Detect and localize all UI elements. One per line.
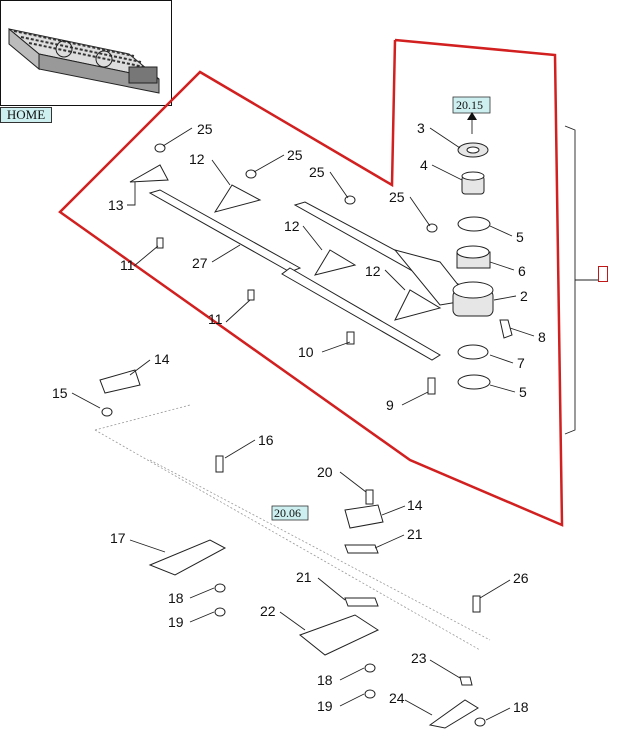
callout-21-a: 21 — [407, 526, 423, 542]
callout-3: 3 — [417, 120, 425, 136]
plate-12-b — [313, 249, 357, 276]
bolt-20 — [365, 489, 374, 505]
highlight-outline — [58, 38, 564, 527]
callout-11-a: 11 — [120, 257, 135, 273]
bearing-cap-3 — [457, 142, 489, 158]
bolt-26 — [472, 595, 481, 613]
plate-21-b — [344, 597, 379, 607]
svg-text:20.06: 20.06 — [274, 506, 301, 520]
nut-18-a — [214, 583, 226, 593]
washer-19-a — [214, 607, 226, 617]
callout-14-a: 14 — [154, 351, 170, 367]
callout-17: 17 — [110, 530, 126, 546]
callout-25-c: 25 — [309, 164, 325, 180]
callout-7: 7 — [517, 355, 525, 371]
washer-19-b — [364, 689, 376, 699]
bolt-11-a — [156, 237, 164, 249]
knife-head-2 — [452, 281, 494, 317]
callout-12-c: 12 — [365, 263, 381, 279]
callout-12-a: 12 — [189, 151, 205, 167]
callout-16: 16 — [258, 432, 274, 448]
header-machine-icon — [8, 27, 160, 94]
bolt-16 — [215, 455, 224, 473]
callout-20: 20 — [317, 464, 333, 480]
nut-25-c — [344, 195, 356, 205]
clip-14-a — [99, 369, 141, 394]
callout-2: 2 — [520, 288, 528, 304]
nut-25-a — [154, 143, 166, 153]
bolt-9 — [427, 377, 436, 395]
callout-22: 22 — [260, 603, 276, 619]
callout-4: 4 — [420, 157, 428, 173]
clip-14-b — [344, 504, 384, 529]
callout-11-b: 11 — [208, 311, 223, 327]
callout-26: 26 — [513, 570, 529, 586]
guard-17 — [148, 539, 227, 576]
guard-24 — [428, 699, 479, 729]
callout-23: 23 — [411, 650, 427, 666]
reference-20-15[interactable]: 20.15 — [452, 96, 491, 114]
callout-19-b: 19 — [317, 698, 333, 714]
plate-12-c — [394, 289, 442, 321]
seal-7 — [457, 344, 489, 360]
callout-12-b: 12 — [284, 218, 300, 234]
callout-5-a: 5 — [516, 229, 524, 245]
callout-13: 13 — [108, 197, 124, 213]
callout-6: 6 — [518, 263, 526, 279]
callout-18-b: 18 — [317, 672, 333, 688]
snap-ring-5-a — [457, 216, 491, 232]
machine-thumbnail[interactable] — [0, 0, 172, 106]
callout-21-b: 21 — [296, 569, 312, 585]
callout-24: 24 — [389, 690, 405, 706]
svg-text:20.15: 20.15 — [456, 98, 483, 112]
assembly-bracket — [564, 125, 576, 435]
callout-15: 15 — [52, 385, 68, 401]
guard-22 — [298, 614, 380, 656]
knife-bar-left — [148, 189, 441, 361]
nut-18-c — [474, 717, 486, 727]
callout-8: 8 — [538, 329, 546, 345]
snap-ring-5-b — [457, 374, 491, 390]
callout-19-a: 19 — [168, 614, 184, 630]
callout-14-b: 14 — [407, 497, 423, 513]
callout-25-b: 25 — [287, 147, 303, 163]
bushing-6 — [456, 245, 491, 269]
callout-18-c: 18 — [513, 699, 529, 715]
nut-15 — [101, 407, 113, 417]
plate-21-a — [344, 544, 379, 554]
callout-25-d: 25 — [389, 189, 405, 205]
plate-12-a — [213, 184, 262, 213]
nut-25-d — [426, 223, 438, 233]
nut-18-b — [364, 663, 376, 673]
grease-fitting-8 — [499, 319, 513, 339]
callout-5-b: 5 — [519, 384, 527, 400]
bolt-10 — [346, 331, 355, 345]
callout-10: 10 — [298, 344, 314, 360]
home-button[interactable]: HOME — [0, 107, 52, 123]
clip-23 — [459, 676, 473, 686]
bearing-4 — [461, 171, 485, 195]
callout-27: 27 — [192, 255, 208, 271]
nut-25-b — [245, 169, 257, 179]
assembly-link-box[interactable] — [598, 266, 608, 282]
callout-9: 9 — [386, 397, 394, 413]
bolt-11-b — [247, 289, 255, 301]
callout-18-a: 18 — [168, 590, 184, 606]
bracket-13 — [129, 164, 169, 183]
callout-25-a: 25 — [197, 121, 213, 137]
reference-20-06[interactable]: 20.06 — [271, 505, 309, 521]
